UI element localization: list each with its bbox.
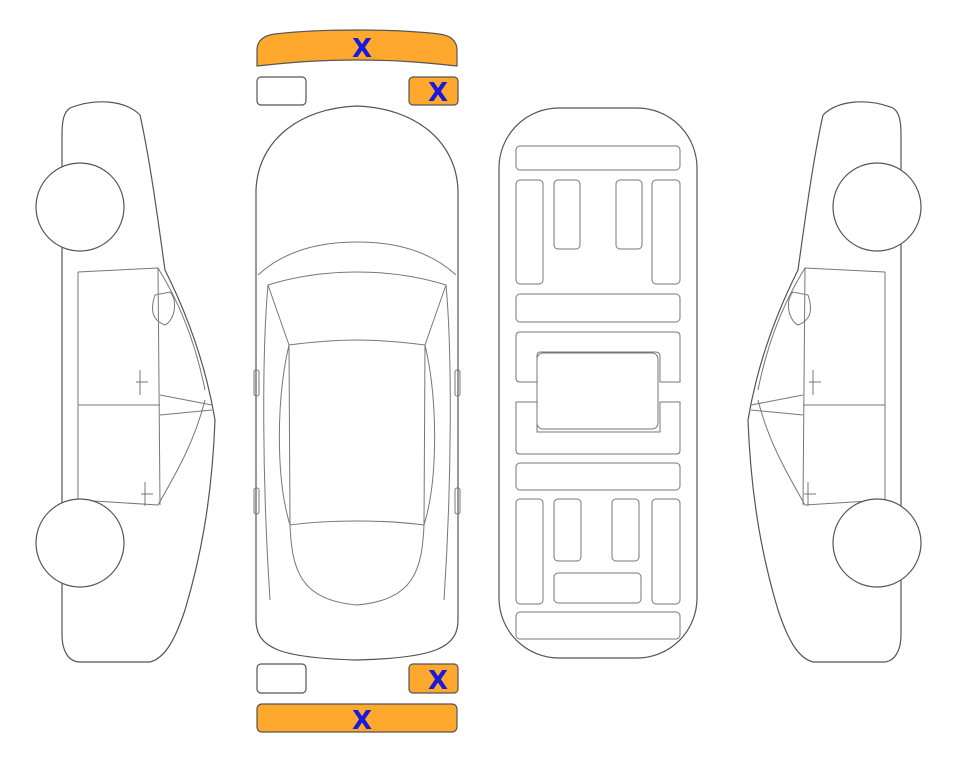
- front-right-light-part[interactable]: X: [408, 76, 459, 108]
- underside-panel-front-right-inner: [615, 179, 643, 250]
- underside-panel-center-left: [515, 331, 681, 383]
- left-side-window-lines: [159, 394, 213, 416]
- underside-body: [498, 107, 698, 659]
- front-left-light-shape: [256, 76, 307, 106]
- left-side-windshield: [77, 267, 161, 506]
- underside-panel-center-right: [515, 401, 681, 455]
- underside-panel-rear-left-inner: [553, 498, 582, 562]
- left-rear-wheel: [35, 498, 125, 588]
- underside-panel-rear-right: [651, 498, 681, 605]
- front-bumper-part[interactable]: X: [256, 29, 458, 67]
- rear-bumper-part[interactable]: X: [256, 703, 458, 736]
- left-side-mirror: [152, 291, 176, 326]
- right-side-handle-rear: [804, 482, 816, 506]
- car-right-side-view[interactable]: [747, 101, 922, 663]
- front-bumper-damage-mark: X: [352, 34, 372, 64]
- top-view-hood-line: [257, 241, 457, 276]
- underside-panel-rear-bar: [515, 611, 681, 640]
- underside-panel-rear-left: [515, 498, 544, 605]
- underside-panel-mid-front-bar: [515, 293, 681, 323]
- top-view-rear-window: [289, 524, 425, 606]
- car-underside-view[interactable]: [498, 107, 698, 659]
- right-side-window-lines: [750, 394, 804, 416]
- front-left-light-part[interactable]: [256, 76, 307, 106]
- underside-panel-mid-rear-bar: [515, 462, 681, 491]
- front-right-light-damage-mark: X: [428, 78, 448, 108]
- right-side-handle-front: [809, 370, 821, 395]
- rear-bumper-shape: [256, 703, 458, 733]
- car-top-view[interactable]: [253, 105, 461, 661]
- front-bumper-shape: [256, 29, 458, 67]
- left-side-handle-rear: [141, 482, 153, 506]
- underside-panel-front-left-inner: [553, 179, 581, 250]
- underside-panel-rear-right-inner: [611, 498, 640, 562]
- underside-panel-front-left: [515, 179, 544, 285]
- front-right-light-shape: [408, 76, 459, 106]
- underside-panel-front-right: [651, 179, 681, 285]
- top-view-body: [255, 105, 459, 661]
- rear-bumper-damage-mark: X: [352, 706, 372, 736]
- rear-left-light-shape: [256, 663, 307, 694]
- rear-left-light-part[interactable]: [256, 663, 307, 694]
- right-side-windshield: [802, 267, 886, 506]
- car-left-side-view[interactable]: [35, 101, 216, 663]
- underside-panel-center-box: [536, 352, 659, 430]
- left-side-handle-front: [136, 370, 148, 395]
- top-view-roof: [288, 344, 426, 526]
- left-front-wheel: [35, 162, 125, 252]
- underside-panel-rear-center: [553, 572, 642, 604]
- rear-right-light-shape: [408, 663, 459, 694]
- rear-right-light-part[interactable]: X: [408, 663, 459, 696]
- right-rear-wheel: [832, 498, 922, 588]
- top-view-side-right: [423, 284, 451, 601]
- rear-right-light-damage-mark: X: [428, 666, 448, 696]
- right-side-mirror: [787, 291, 811, 326]
- top-view-mirror-left-rear: [253, 487, 260, 515]
- top-view-side-left: [263, 284, 291, 601]
- right-front-wheel: [832, 162, 922, 252]
- top-view-mirror-left-front: [253, 369, 260, 397]
- top-view-mirror-right-front: [454, 369, 461, 397]
- top-view-mirror-right-rear: [454, 487, 461, 515]
- underside-panel-front-bar: [515, 145, 681, 171]
